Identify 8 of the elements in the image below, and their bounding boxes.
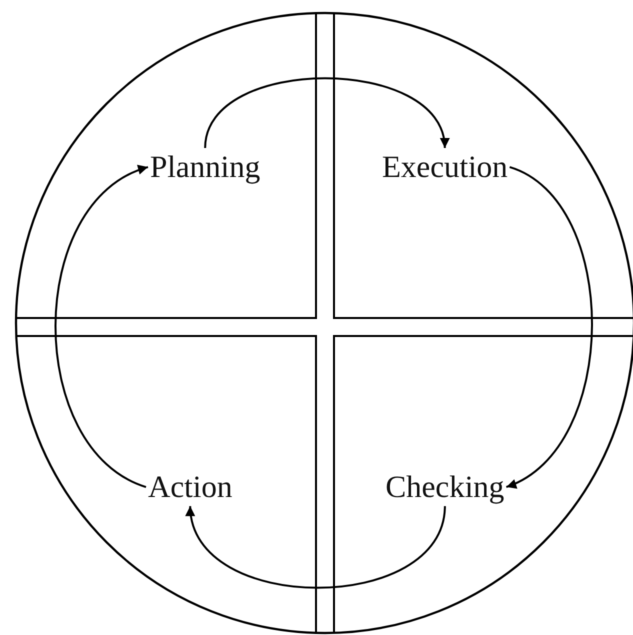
- phase-label: Action: [148, 470, 232, 504]
- cycle-arrow: [204, 77, 448, 148]
- phase-label: Checking: [386, 470, 504, 504]
- phase-label: Planning: [150, 150, 260, 184]
- cycle-arrow: [187, 506, 446, 589]
- cycle-arrow: [506, 166, 593, 488]
- cycle-arrow: [54, 166, 148, 488]
- phase-label: Execution: [382, 150, 508, 184]
